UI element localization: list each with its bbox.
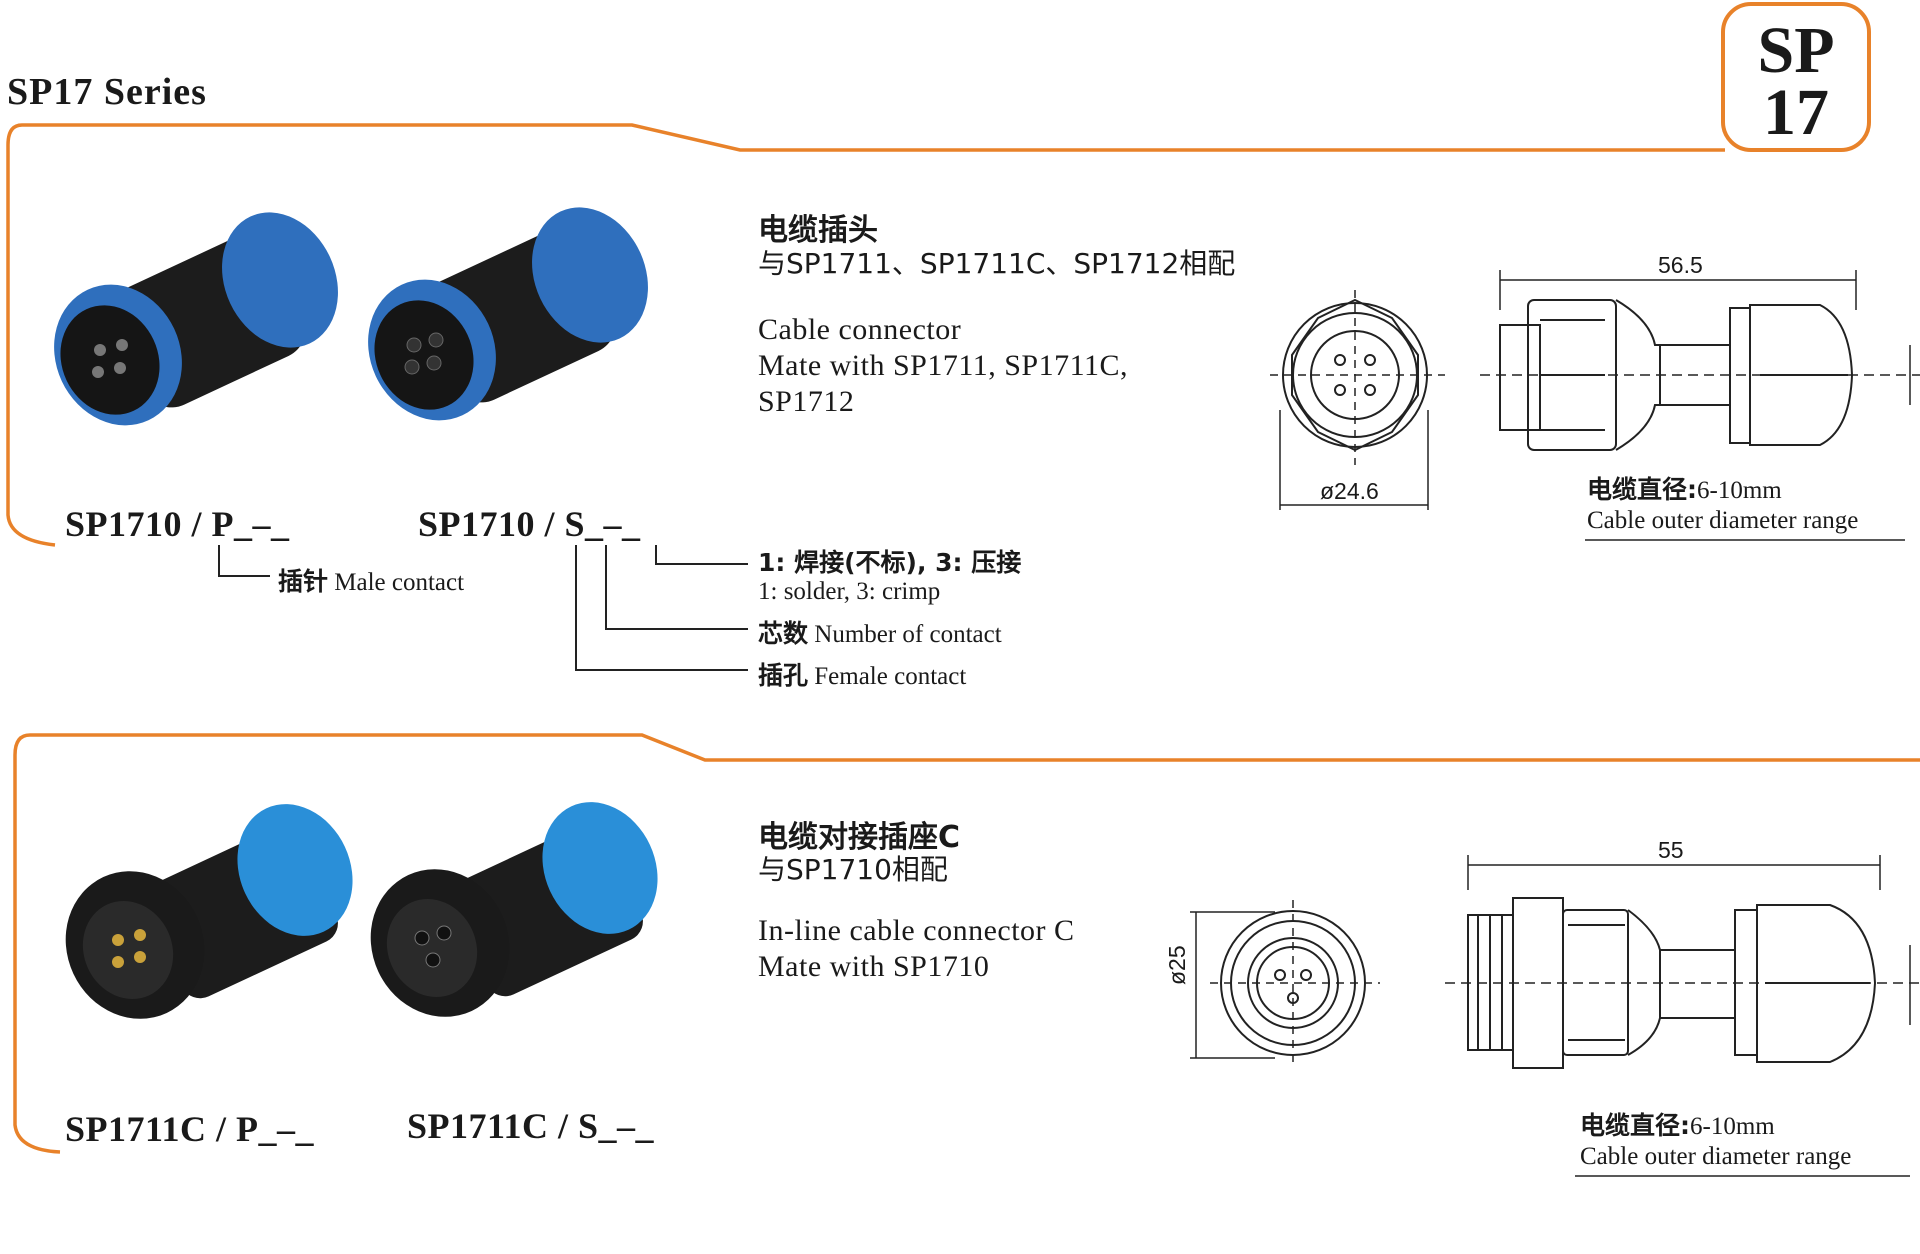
part-number-sp1710-female: SP1710 / S_–_ [418,504,641,544]
product-photo-sp1710-male [54,212,338,426]
callout-female-en: Female contact [814,663,967,690]
cable-range-value: 6-10mm [1690,1113,1775,1140]
section1-en-mate-line2: SP1712 [758,385,855,418]
callout-number-of-contact: 芯数 Number of contact [758,614,1002,650]
section1-border [6,123,1725,547]
product-photo-sp1711c-female [370,802,658,1017]
section1-en-title: Cable connector [758,313,962,346]
product-photo-sp1710-female [368,207,648,421]
section2-en-title: In-line cable connector C [758,914,1075,947]
callout-male-contact: 插针 Male contact [278,562,464,598]
callout-male-zh: 插针 [278,567,329,596]
part-number-sp1710-male: SP1710 / P_–_ [65,504,290,544]
callout-female-zh: 插孔 [758,661,809,690]
section1-en-description: Cable connector Mate with SP1711, SP1711… [758,312,1128,420]
callout-male-en: Male contact [334,569,465,596]
section1-en-mate-line1: Mate with SP1711, SP1711C, [758,349,1128,382]
dim-length-sp1711c: 55 [1658,837,1684,863]
cable-range-value: 6-10mm [1697,477,1782,504]
section2-zh-title: 电缆对接插座C [758,820,961,855]
series-badge: SP 17 [1721,2,1871,152]
drawing-side-view-sp1710 [1480,270,1920,541]
dim-front-diameter-sp1711c: ø25 [1164,945,1190,985]
section1-zh-subtitle: 与SP1711、SP1711C、SP1712相配 [758,247,1236,280]
section2-zh-subtitle: 与SP1710相配 [758,853,948,886]
part-number-sp1711c-female: SP1711C / S_–_ [407,1106,655,1146]
callout-female-contact: 插孔 Female contact [758,656,966,692]
leader-female [575,545,748,671]
product-photo-sp1711c-male [65,804,353,1019]
callout-termination: 1: 焊接(不标), 3: 压接 1: solder, 3: crimp [758,548,1021,606]
series-title: SP17 Series [7,71,207,113]
section2-en-mate: Mate with SP1710 [758,950,990,983]
cable-range-en: Cable outer diameter range [1587,507,1859,534]
leader-termination [655,545,748,565]
dim-front-diameter-sp1710: ø24.6 [1320,478,1379,504]
cable-range-sp1710: 电缆直径:6-10mm Cable outer diameter range [1587,475,1858,536]
drawing-front-view-sp1710 [1270,290,1445,510]
section2-border [13,733,1920,1154]
callout-termination-zh: 1: 焊接(不标), 3: 压接 [758,548,1022,577]
cable-range-en: Cable outer diameter range [1580,1143,1852,1170]
dim-length-sp1710: 56.5 [1658,252,1703,278]
cable-range-zh: 电缆直径: [1587,475,1697,504]
badge-line1: SP [1757,14,1835,87]
cable-range-zh: 电缆直径: [1580,1111,1690,1140]
callout-termination-en: 1: solder, 3: crimp [758,578,941,605]
leader-number [605,545,748,630]
section1-zh-title: 电缆插头 [758,213,878,248]
drawing-front-view-sp1711c [1190,900,1380,1068]
drawing-side-view-sp1711c [1445,855,1920,1177]
section2-en-description: In-line cable connector C Mate with SP17… [758,913,1075,985]
part-number-sp1711c-male: SP1711C / P_–_ [65,1109,315,1149]
cable-range-sp1711c: 电缆直径:6-10mm Cable outer diameter range [1580,1111,1851,1172]
callout-number-en: Number of contact [814,621,1002,648]
callout-number-zh: 芯数 [758,619,809,648]
badge-line2: 17 [1763,76,1829,149]
leader-male [218,545,270,577]
